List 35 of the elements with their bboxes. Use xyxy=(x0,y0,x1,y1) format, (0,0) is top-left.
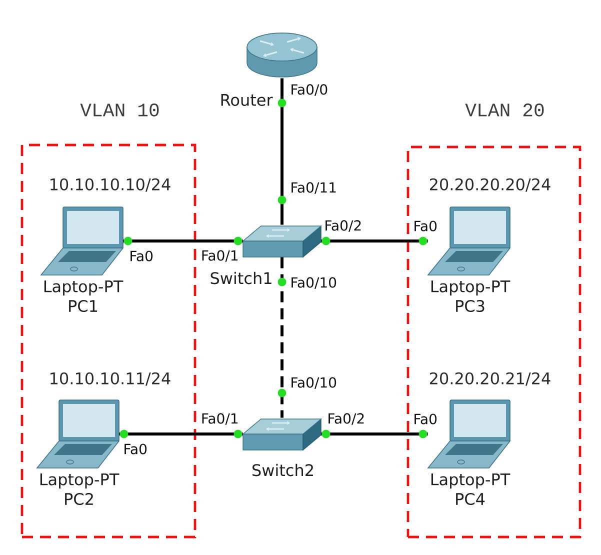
device-label: PC3 xyxy=(456,300,484,312)
device-label: PC1 xyxy=(69,300,98,312)
connection-line xyxy=(280,78,284,225)
connection-line xyxy=(123,240,243,242)
port-label: Fa0/2 xyxy=(326,220,361,232)
port-label: Fa0/0 xyxy=(292,84,328,96)
device-label: Switch1 xyxy=(210,272,272,284)
connection-line xyxy=(321,240,428,242)
region-title: VLAN 10 xyxy=(80,104,159,116)
port-label: Fa0 xyxy=(414,414,437,424)
port-label: Fa0/10 xyxy=(292,277,336,289)
region-title: VLAN 20 xyxy=(465,104,544,116)
device-label: Laptop-PT xyxy=(431,474,510,488)
connection-line xyxy=(321,432,428,436)
device-label: Switch2 xyxy=(252,464,313,476)
device-label: Router xyxy=(221,94,273,106)
port-label: Fa0 xyxy=(124,444,147,454)
ip-address: 20.20.20.20/24 xyxy=(430,178,550,192)
port-label: Fa0 xyxy=(130,250,153,262)
ip-address: 10.10.10.11/24 xyxy=(50,372,170,386)
connection-line xyxy=(280,257,284,418)
device-label: Laptop-PT xyxy=(431,280,510,296)
port-label: Fa0 xyxy=(414,220,437,232)
ip-address: 20.20.20.21/24 xyxy=(430,372,550,386)
device-label: PC2 xyxy=(65,492,93,506)
device-label: Laptop-PT xyxy=(44,280,124,296)
port-label: Fa0/10 xyxy=(292,377,336,389)
port-label: Fa0/1 xyxy=(202,250,238,262)
device-label: PC4 xyxy=(456,492,485,506)
device-label: Laptop-PT xyxy=(40,474,120,488)
ip-address: 10.10.10.10/24 xyxy=(50,178,170,192)
port-label: Fa0/11 xyxy=(292,182,336,194)
connection-line xyxy=(119,432,243,436)
port-label: Fa0/1 xyxy=(202,413,238,425)
port-label: Fa0/2 xyxy=(328,413,364,425)
